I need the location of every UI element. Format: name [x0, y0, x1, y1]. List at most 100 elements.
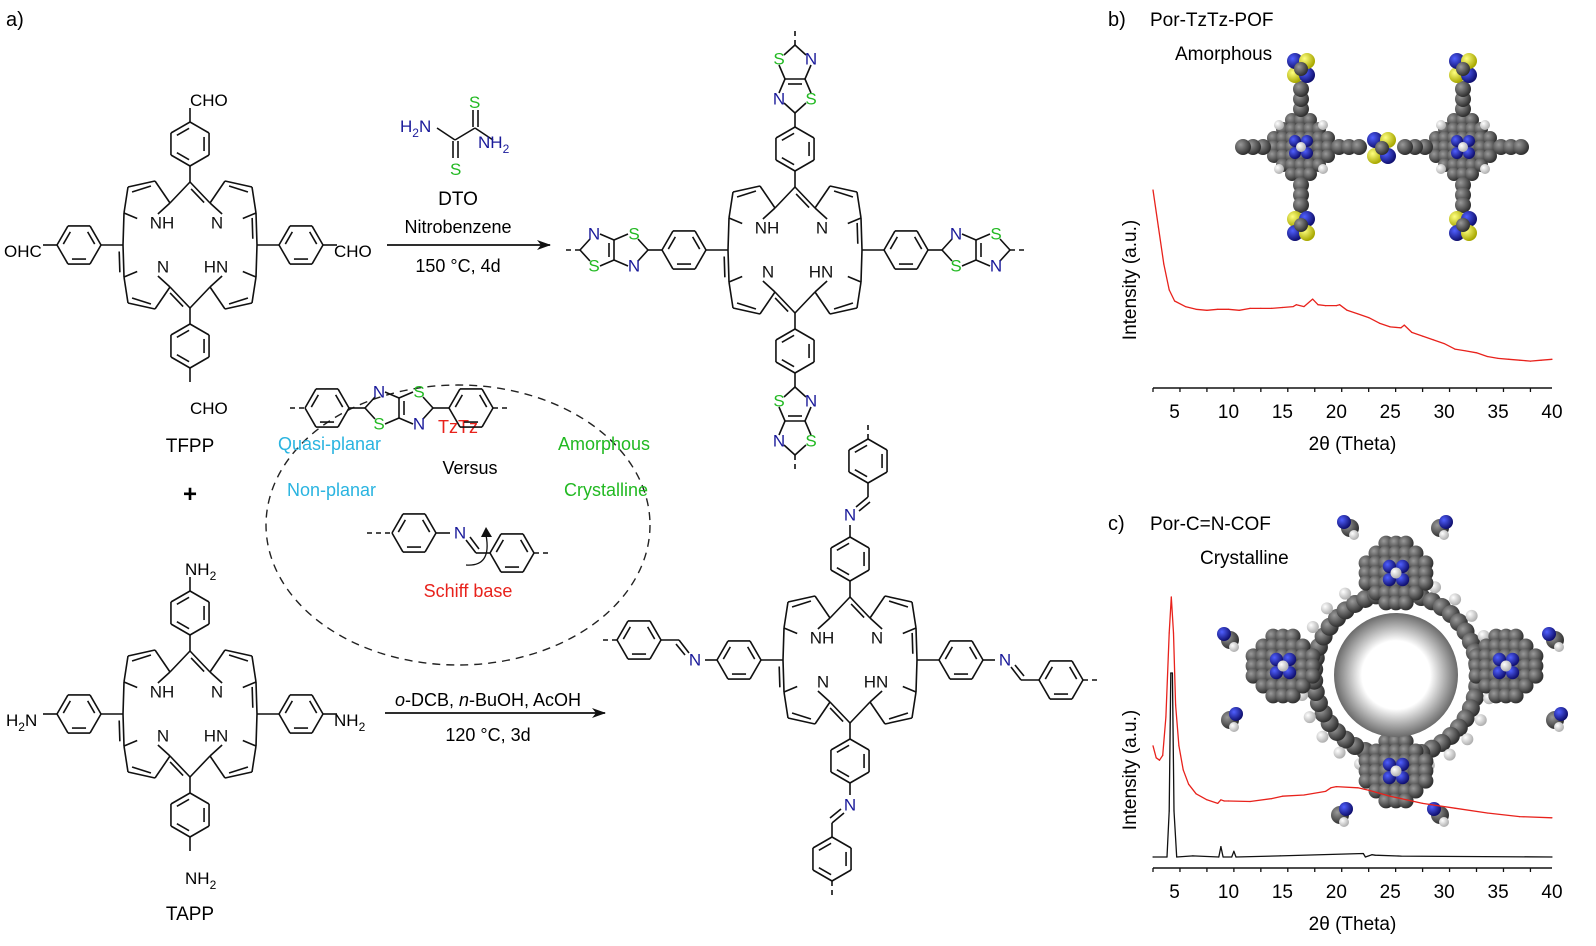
data-point	[1155, 757, 1157, 759]
data-point	[1400, 855, 1402, 857]
bond	[916, 249, 929, 270]
data-point	[1195, 793, 1197, 795]
bond	[716, 640, 729, 661]
bond	[783, 627, 798, 635]
benzene-ring	[391, 513, 437, 553]
bond	[830, 771, 851, 784]
bond	[190, 657, 205, 673]
bond	[649, 620, 662, 641]
atom-sphere	[1229, 707, 1243, 721]
bond	[122, 713, 125, 747]
bond	[817, 690, 831, 703]
bond	[176, 822, 190, 832]
porphyrin-hn: HN	[204, 258, 229, 277]
bond	[850, 603, 865, 619]
benzene-ring	[812, 836, 852, 882]
panel-a-label: a)	[6, 9, 24, 31]
data-point	[1335, 305, 1337, 307]
bond	[123, 270, 138, 278]
data-point	[1357, 313, 1359, 315]
bond	[782, 659, 785, 693]
sulfur-atom: S	[990, 225, 1001, 244]
bond	[189, 590, 210, 603]
bond	[228, 766, 249, 774]
data-point	[1279, 855, 1281, 857]
panel-c-label: c)	[1108, 513, 1125, 535]
x-tick-label: 20	[1326, 402, 1347, 423]
bond	[421, 519, 431, 533]
bond	[794, 361, 815, 374]
bond	[131, 766, 152, 774]
bond	[169, 755, 191, 778]
dto-structure: H2N NH2 S S	[400, 93, 510, 179]
bond	[888, 712, 909, 720]
x-tick-label: 35	[1488, 402, 1509, 423]
bond	[616, 620, 629, 641]
bond	[916, 230, 929, 251]
data-point	[1486, 812, 1488, 814]
benzene-ring	[170, 590, 210, 636]
bond	[398, 417, 414, 425]
sulfur-atom: S	[373, 415, 384, 434]
bond	[961, 259, 977, 267]
bond	[804, 64, 812, 80]
nitrogen-atom: N	[628, 257, 640, 276]
data-point	[1454, 807, 1456, 809]
schiff-base-linker-structure: N	[367, 513, 550, 573]
atom-sphere	[1455, 197, 1471, 213]
benzene-ring	[278, 694, 324, 734]
bond	[849, 738, 870, 751]
benzene-ring	[830, 536, 870, 582]
bond	[278, 713, 291, 734]
atom-sphere	[1480, 164, 1490, 174]
benzene-ring	[616, 620, 662, 660]
panel-b-subtitle: Amorphous	[1175, 44, 1272, 65]
bond	[728, 281, 734, 309]
data-point	[1519, 359, 1521, 361]
bond	[86, 700, 96, 714]
atom-sphere	[1443, 748, 1456, 761]
bond	[56, 225, 69, 246]
benzene-ring	[170, 121, 210, 167]
atom-sphere	[1274, 120, 1284, 130]
bond	[869, 701, 886, 725]
bond	[867, 471, 888, 484]
bond	[1071, 679, 1084, 700]
data-point	[1551, 817, 1553, 819]
x-tick-label: 10	[1218, 402, 1239, 423]
heteroatom: N	[805, 392, 817, 411]
imine-nitrogen: N	[844, 506, 856, 525]
benzene-ring	[938, 640, 984, 680]
data-point	[1281, 795, 1284, 797]
data-point	[1227, 800, 1230, 802]
bond	[454, 394, 464, 408]
atom-sphere	[1303, 167, 1317, 181]
bond	[131, 297, 152, 305]
data-point	[1432, 339, 1434, 341]
bond	[794, 186, 816, 209]
data-point	[1324, 305, 1327, 307]
heteroatom: N	[805, 50, 817, 69]
data-point	[1400, 327, 1402, 329]
benzene-ring	[170, 792, 210, 838]
bond	[854, 444, 868, 454]
nitrogen-atom: N	[990, 257, 1002, 276]
bond	[854, 468, 868, 478]
bond	[89, 713, 102, 734]
bond	[1014, 664, 1025, 677]
bond	[209, 286, 226, 310]
atom-sphere	[1295, 678, 1311, 694]
data-point	[1303, 794, 1305, 796]
data-point	[1368, 317, 1370, 319]
bond	[1038, 679, 1051, 700]
data-point	[1227, 308, 1230, 310]
bond	[794, 126, 815, 139]
atom-sphere	[1339, 587, 1352, 600]
bond	[209, 755, 226, 779]
atom-sphere	[1436, 164, 1446, 174]
atom-sphere	[1305, 668, 1321, 684]
bond	[448, 407, 461, 428]
atom-sphere	[1461, 733, 1474, 746]
data-point	[1292, 305, 1294, 308]
